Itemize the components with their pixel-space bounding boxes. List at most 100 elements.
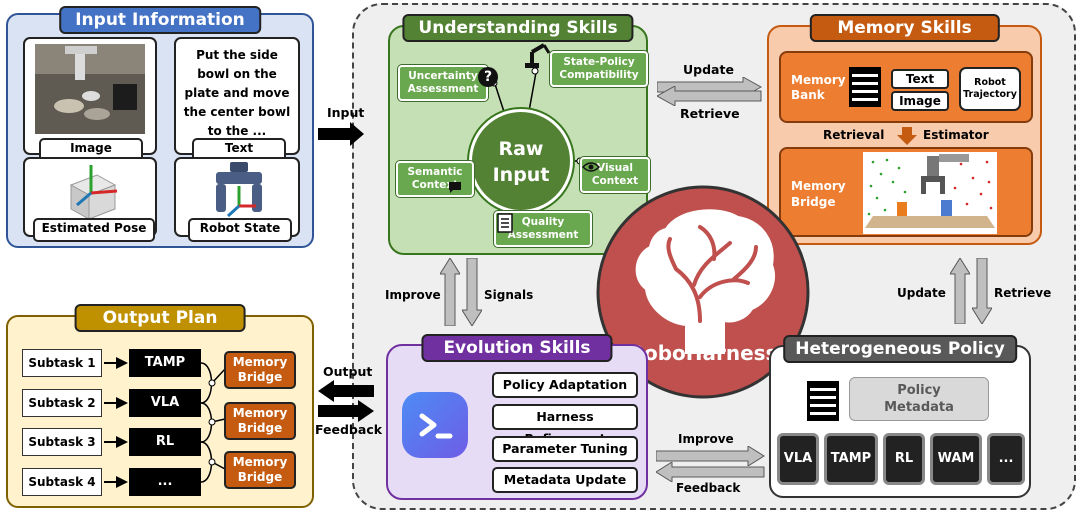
quality-line2: Assessment <box>507 229 579 241</box>
image-chip: Image <box>891 91 949 111</box>
uncertainty-line1: Uncertainty <box>408 70 478 82</box>
bridge-2-line1: Memory <box>232 406 288 420</box>
retrieve-arrow <box>657 86 762 106</box>
policy-key-vla: VLA <box>777 433 819 485</box>
output-arrow <box>318 380 374 402</box>
memory-bridge-2: Memory Bridge <box>224 402 296 440</box>
state-policy-line1: State-Policy <box>563 56 635 68</box>
bridge-scene-image <box>863 152 997 234</box>
subtask-arrows <box>104 357 128 488</box>
eye-icon <box>582 162 600 172</box>
retrieval-label: Retrieval <box>823 128 885 142</box>
signals-down-arrow <box>462 258 482 326</box>
trajectory-line2: Trajectory <box>963 89 1017 100</box>
quality-assessment-tag: Quality Assessment <box>494 211 592 247</box>
pose-cube-icon <box>69 165 118 220</box>
scene-photo <box>35 44 145 134</box>
subtask-2: Subtask 2 <box>22 389 102 417</box>
trajectory-line1: Robot <box>974 77 1006 88</box>
raw-input-node: Raw Input <box>469 109 573 213</box>
roboharness-brain-logo <box>596 185 810 399</box>
retrieve-down-arrow <box>972 258 992 324</box>
retrieve-label: Retrieve <box>680 106 740 121</box>
raw-input-line2: Input <box>492 164 550 186</box>
method-more: ... <box>129 468 201 496</box>
subtask-1: Subtask 1 <box>22 349 102 377</box>
state-policy-line2: Compatibility <box>559 69 639 81</box>
memory-bridge-1: Memory Bridge <box>224 351 296 389</box>
question-icon: ? <box>478 67 498 87</box>
memory-bank-line1: Memory <box>791 73 846 87</box>
policy-key-rl: RL <box>883 433 925 485</box>
pose-tile: Estimated Pose <box>23 157 157 242</box>
bridge-3-line2: Bridge <box>237 470 283 484</box>
policy-key-wam: WAM <box>930 433 982 485</box>
subtask-3: Subtask 3 <box>22 428 102 456</box>
bridge-connectors <box>201 362 226 483</box>
chat-icon <box>449 182 461 193</box>
policy-key-tamp: TAMP <box>824 433 878 485</box>
understanding-title: Understanding Skills <box>402 14 634 42</box>
memory-bridge-box: Memory Bridge <box>779 147 1033 237</box>
feedback-left-arrow <box>656 462 765 482</box>
policy-adaptation-item: Policy Adaptation <box>492 372 638 398</box>
signals-label: Signals <box>484 288 534 302</box>
quality-line1: Quality <box>521 216 565 228</box>
update-right-label: Update <box>897 286 946 300</box>
output-plan-title: Output Plan <box>74 304 246 332</box>
output-plan-panel: Output Plan Subtask 1 Subtask 2 Subtask … <box>6 304 314 508</box>
checklist-icon <box>497 213 513 233</box>
roboharness-brand-label: RoboHarness <box>628 341 778 365</box>
text-chip: Text <box>891 69 949 89</box>
policy-metadata-line2: Metadata <box>884 400 954 415</box>
feedback-bottom-label: Feedback <box>676 481 741 495</box>
uncertainty-assessment-tag: Uncertainty Assessment <box>398 65 488 101</box>
bridge-3-line1: Memory <box>232 455 288 469</box>
input-information-title: Input Information <box>59 6 261 34</box>
raw-input-line1: Raw <box>498 138 544 160</box>
terminal-icon <box>402 392 468 458</box>
uncertainty-line2: Assessment <box>407 83 479 95</box>
memory-panel: Memory Skills Memory Bank Text Image Rob… <box>767 14 1042 245</box>
semantic-line2: Context <box>411 179 459 191</box>
bank-stack-icon <box>849 67 881 107</box>
policy-panel: Heterogeneous Policy Policy Metadata VLA… <box>769 335 1031 498</box>
memory-title: Memory Skills <box>809 14 1000 42</box>
policy-metadata-line1: Policy <box>897 383 941 398</box>
pose-caption: Estimated Pose <box>33 218 155 242</box>
robot-gripper-icon <box>216 162 262 218</box>
retrieval-down-arrow <box>897 127 917 145</box>
bridge-2-line2: Bridge <box>237 421 283 435</box>
method-vla: VLA <box>129 389 201 417</box>
memory-bridge-line1: Memory <box>791 179 846 193</box>
visual-line2: Context <box>591 175 639 187</box>
image-tile: Image <box>23 37 157 162</box>
text-tile: Put the side bowl on the plate and move … <box>174 37 300 162</box>
memory-bridge-line2: Bridge <box>791 195 836 209</box>
trajectory-chip: Robot Trajectory <box>959 67 1021 111</box>
instruction-text: Put the side bowl on the plate and move … <box>183 48 291 138</box>
state-policy-tag: State-Policy Compatibility <box>550 51 648 87</box>
understanding-panel: Understanding Skills Raw Input Uncertain… <box>388 14 650 255</box>
input-information-panel: Input Information Image Put the side bow… <box>6 6 314 248</box>
input-arrow-label: Input <box>327 105 365 120</box>
policy-stack-icon <box>807 381 839 421</box>
semantic-context-tag: Semantic Context <box>396 161 474 197</box>
harness-refinement-item: Harness Refinement <box>492 404 638 446</box>
robot-caption: Robot State <box>188 218 292 242</box>
semantic-line1: Semantic <box>407 166 463 178</box>
visual-line1: Visual <box>597 162 633 174</box>
retrieve-right-label: Retrieve <box>994 286 1052 300</box>
estimator-label: Estimator <box>923 128 989 142</box>
feedback-arrow <box>318 400 374 422</box>
memory-bridge-3: Memory Bridge <box>224 451 296 489</box>
method-tamp: TAMP <box>129 349 201 377</box>
input-arrow <box>318 122 364 146</box>
evolution-title: Evolution Skills <box>421 334 613 362</box>
metadata-update-item: Metadata Update <box>492 467 638 493</box>
robot-tile: Robot State <box>174 157 300 242</box>
improve-label: Improve <box>385 288 441 302</box>
improve-bottom-label: Improve <box>678 432 734 446</box>
feedback-arrow-label: Feedback <box>315 422 383 437</box>
policy-title: Heterogeneous Policy <box>783 335 1017 363</box>
